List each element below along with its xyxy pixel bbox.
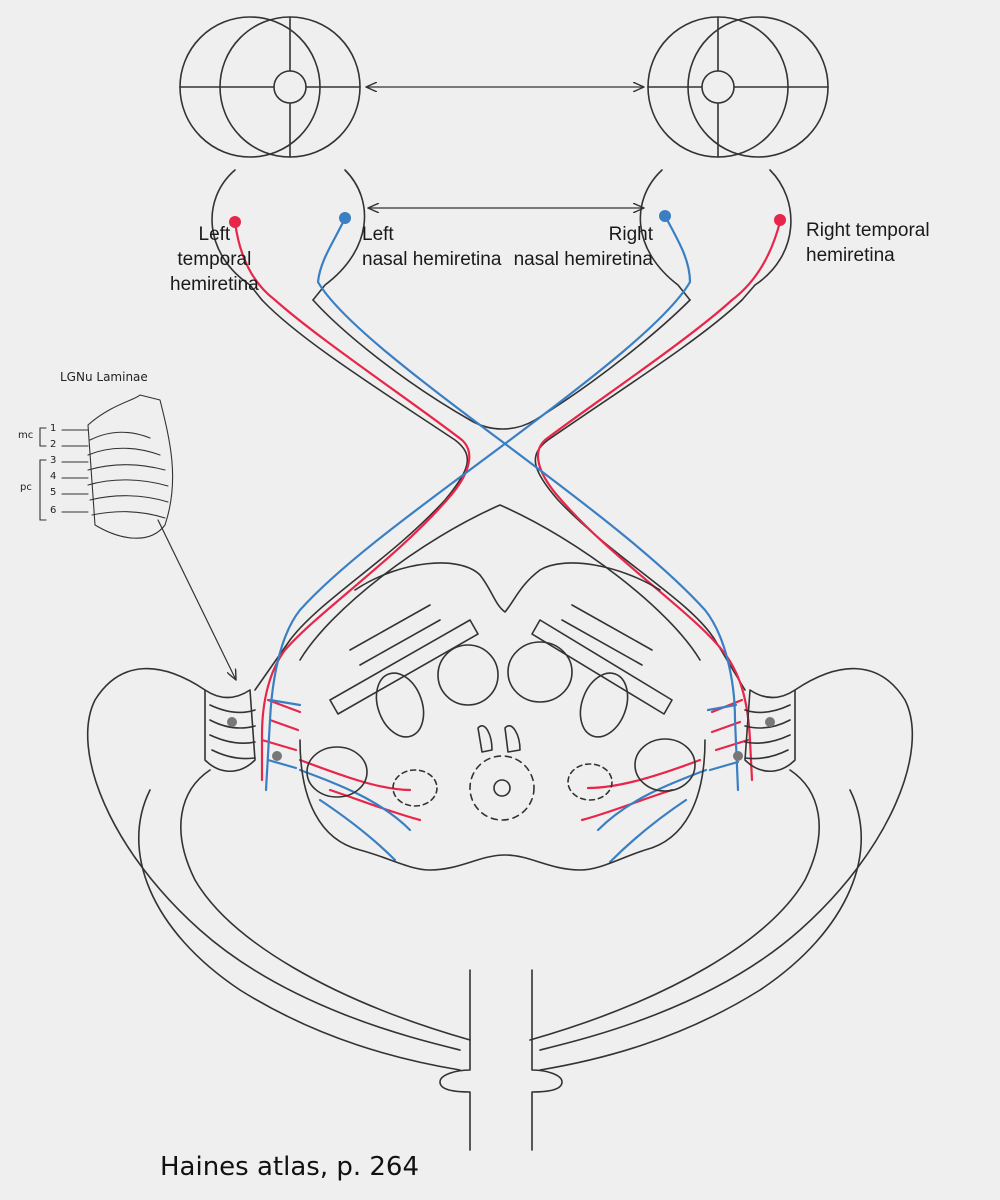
figure-caption: Haines atlas, p. 264 — [160, 1152, 420, 1182]
label-left-temporal-line1: Left — [198, 224, 231, 245]
label-right-nasal-line1: Right — [608, 224, 653, 245]
left-visual-field — [179, 16, 361, 158]
lamina-1: 1 — [50, 423, 57, 434]
inset-pc-label: pc — [20, 482, 32, 493]
inset-mc-label: mc — [18, 430, 34, 441]
inset-title: LGNu Laminae — [60, 370, 148, 384]
right-retina-cup — [639, 169, 792, 301]
label-right-temporal: Right temporal hemiretina — [806, 218, 930, 268]
right-lgn — [733, 689, 796, 773]
lamina-5: 5 — [50, 487, 57, 498]
lamina-4: 4 — [50, 471, 57, 482]
label-left-temporal-line3: hemiretina — [170, 274, 259, 295]
label-right-nasal-line2: nasal hemiretina — [513, 249, 653, 270]
optic-radiations — [86, 667, 914, 1071]
midbrain-section — [299, 562, 706, 871]
occipital-midline — [439, 969, 563, 1151]
inset-pointer-arrow — [157, 519, 236, 680]
temporal-fibers — [229, 214, 786, 822]
label-right-nasal: Right nasal hemiretina — [495, 222, 653, 272]
lgn-laminae-inset — [39, 394, 236, 680]
label-left-nasal: Left nasal hemiretina — [362, 222, 501, 272]
lamina-2: 2 — [50, 439, 57, 450]
label-right-temporal-line2: hemiretina — [806, 245, 895, 266]
label-left-temporal: Left temporal hemiretina — [170, 222, 259, 297]
lamina-6: 6 — [50, 505, 57, 516]
lamina-3: 3 — [50, 455, 57, 466]
left-lgn — [204, 689, 282, 773]
nasal-fibers — [264, 210, 740, 864]
label-left-nasal-line2: nasal hemiretina — [362, 249, 502, 270]
label-left-nasal-line1: Left — [362, 224, 394, 245]
optic-pathway-outline — [254, 299, 746, 691]
right-visual-field — [647, 16, 829, 158]
left-retina-cup — [211, 169, 366, 301]
label-left-temporal-line2: temporal — [177, 249, 252, 270]
label-right-temporal-line1: Right temporal — [806, 220, 930, 241]
